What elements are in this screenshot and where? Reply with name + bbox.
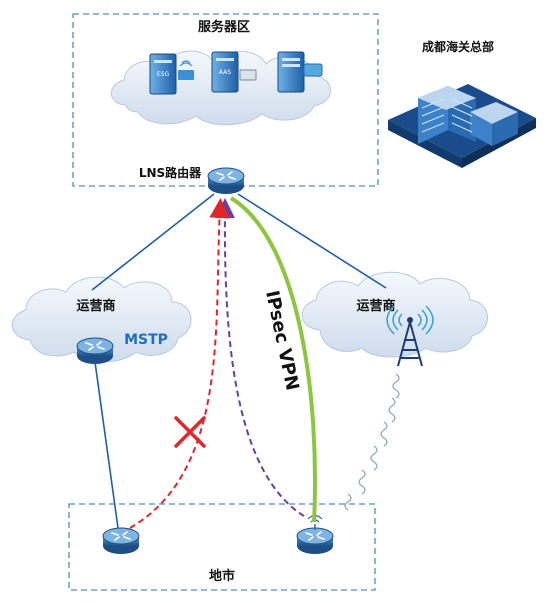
- link-failure-x-icon: [174, 416, 206, 448]
- link-mstp-to-branch-left: [94, 361, 119, 529]
- ipsec-vpn-label: IPsec VPN: [261, 289, 303, 393]
- svg-text:ESG: ESG: [157, 71, 170, 78]
- server-zone-border: [72, 13, 379, 187]
- svg-text:AAS: AAS: [219, 69, 231, 76]
- mstp-failed-path: [129, 198, 230, 529]
- branch-label: 地市: [209, 568, 235, 584]
- carrier-left-label: 运营商: [76, 298, 115, 314]
- vpn-return-path: [214, 198, 305, 517]
- cell-tower-icon: [386, 305, 434, 367]
- link-lns-to-carrier-left: [91, 193, 215, 291]
- wireless-link: [344, 373, 400, 511]
- lns-router-icon: [207, 167, 245, 195]
- esg-server-icon: ESG: [149, 53, 194, 95]
- mstp-label: MSTP: [124, 332, 168, 348]
- aas-server-icon: AAS: [211, 51, 257, 93]
- link-lns-to-carrier-right: [237, 193, 387, 289]
- lns-router-label: LNS路由器: [139, 165, 202, 180]
- app-server-icon: [277, 51, 323, 93]
- carrier-right-label: 运营商: [356, 298, 395, 314]
- server-zone-title: 服务器区: [198, 19, 250, 35]
- mstp-router-icon: [76, 337, 114, 365]
- headquarters-label: 成都海关总部: [422, 39, 494, 54]
- branch-zone-border: [68, 503, 376, 591]
- ipsec-vpn-tunnel: [229, 196, 317, 523]
- branch-router-left-icon: [102, 527, 140, 555]
- headquarters-building-icon: [388, 70, 536, 168]
